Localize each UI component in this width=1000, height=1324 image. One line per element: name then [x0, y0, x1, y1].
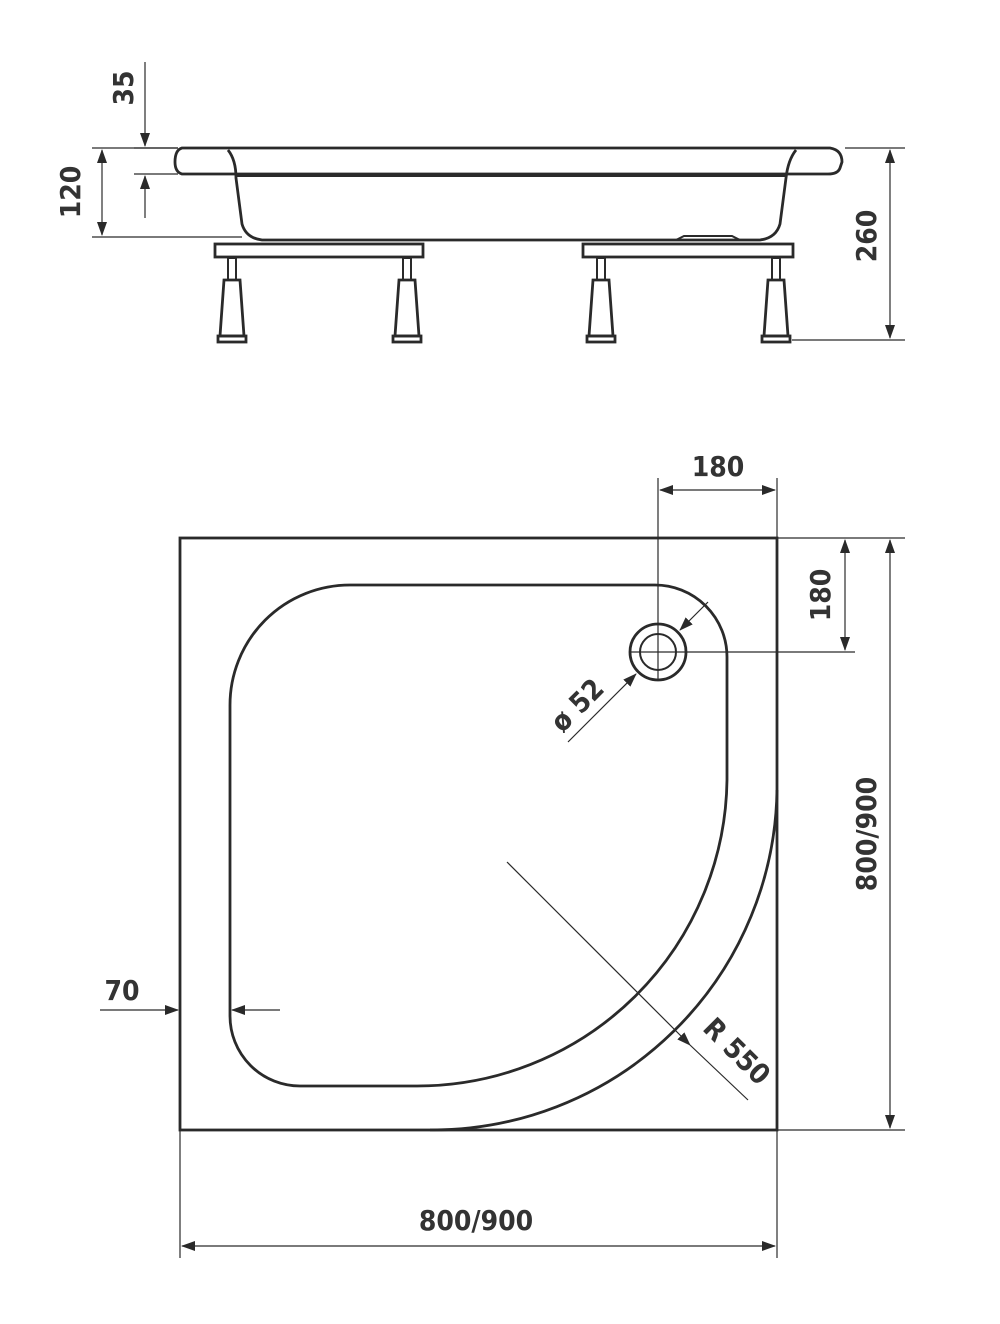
dimension-radius: R 550 [506, 861, 777, 1101]
dimension-tray-depth: 120 [54, 147, 242, 238]
dimension-total-height: 260 [792, 147, 905, 341]
tray-outer-quadrant-edge [429, 789, 779, 1132]
dim-total-height-label: 260 [850, 210, 883, 263]
tray-rim-outline [173, 146, 844, 176]
leg [585, 257, 617, 344]
dimension-drain-diameter: ø 52 [544, 601, 709, 743]
dim-drain-diameter-label: ø 52 [544, 672, 611, 739]
support-frame-right [581, 242, 795, 259]
dim-tray-depth-label: 120 [54, 166, 87, 219]
support-frame-left [213, 242, 425, 259]
dim-drain-offset-y-label: 180 [804, 569, 837, 622]
dimension-depth: 800/900 [777, 539, 905, 1131]
dim-drain-offset-x-label: 180 [692, 450, 745, 483]
dimension-drain-offset-y: 180 [630, 537, 905, 653]
leg [760, 257, 792, 344]
tray-basin-outline [226, 149, 798, 242]
top-view: 180 180 ø 52 R 550 70 [100, 450, 905, 1258]
dimension-width: 800/900 [179, 1130, 778, 1258]
tray-outer-square [178, 536, 779, 1132]
side-view: 35 120 260 [54, 62, 905, 344]
dimension-drain-offset-x: 180 [657, 450, 778, 680]
tray-inner-basin-outline [228, 583, 729, 1088]
dimension-rim-width: 70 [100, 974, 280, 1015]
dimension-rim-height: 35 [107, 62, 178, 218]
leg [391, 257, 423, 344]
dim-width-label: 800/900 [419, 1204, 533, 1237]
drain-bump [675, 235, 741, 241]
dim-rim-width-label: 70 [104, 974, 139, 1007]
leg [216, 257, 248, 344]
dim-depth-label: 800/900 [850, 777, 883, 891]
dim-radius-label: R 550 [697, 1011, 777, 1091]
dim-rim-height-label: 35 [107, 70, 140, 105]
